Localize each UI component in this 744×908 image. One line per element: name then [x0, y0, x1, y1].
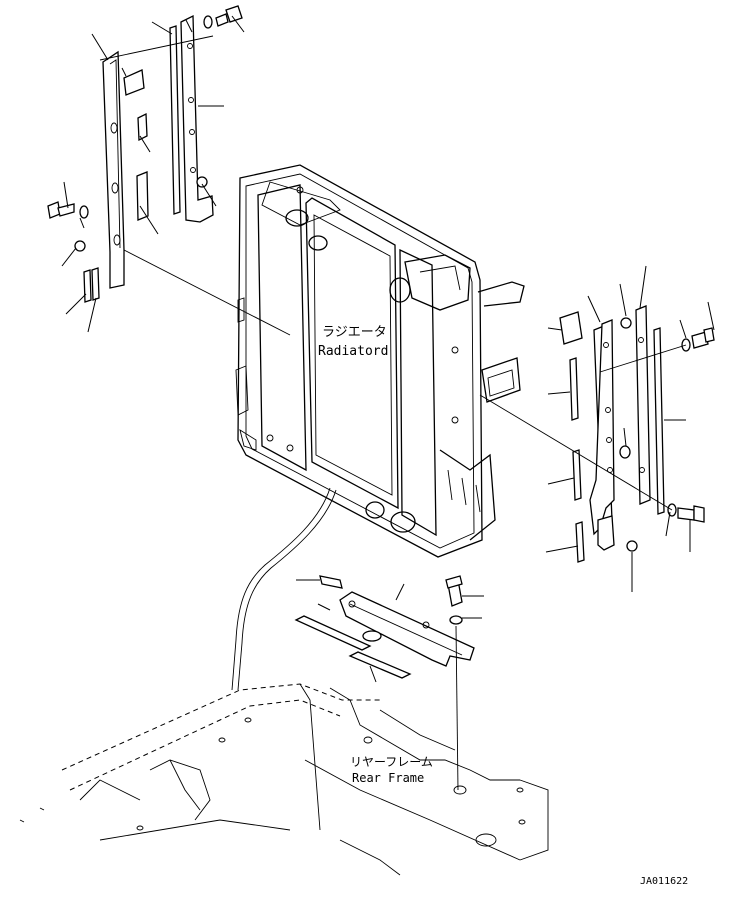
rear-frame	[19, 683, 549, 876]
rear-frame-label-en: Rear Frame	[352, 771, 424, 785]
rear-frame-label-jp: リヤーフレーム	[350, 755, 433, 769]
bottom-leader-lines	[296, 579, 484, 683]
left-leader-lines	[61, 15, 245, 333]
right-mounting-plate-group	[479, 305, 715, 563]
bottom-support-bracket-group	[294, 575, 475, 791]
drawing-code: JA011622	[640, 876, 688, 887]
radiator-assembly	[231, 164, 525, 691]
radiator-label-jp: ラジエータ	[322, 325, 387, 340]
left-mounting-plate-group	[47, 5, 291, 336]
right-leader-lines	[545, 265, 715, 592]
radiator-label-en: Radiatord	[318, 344, 388, 359]
